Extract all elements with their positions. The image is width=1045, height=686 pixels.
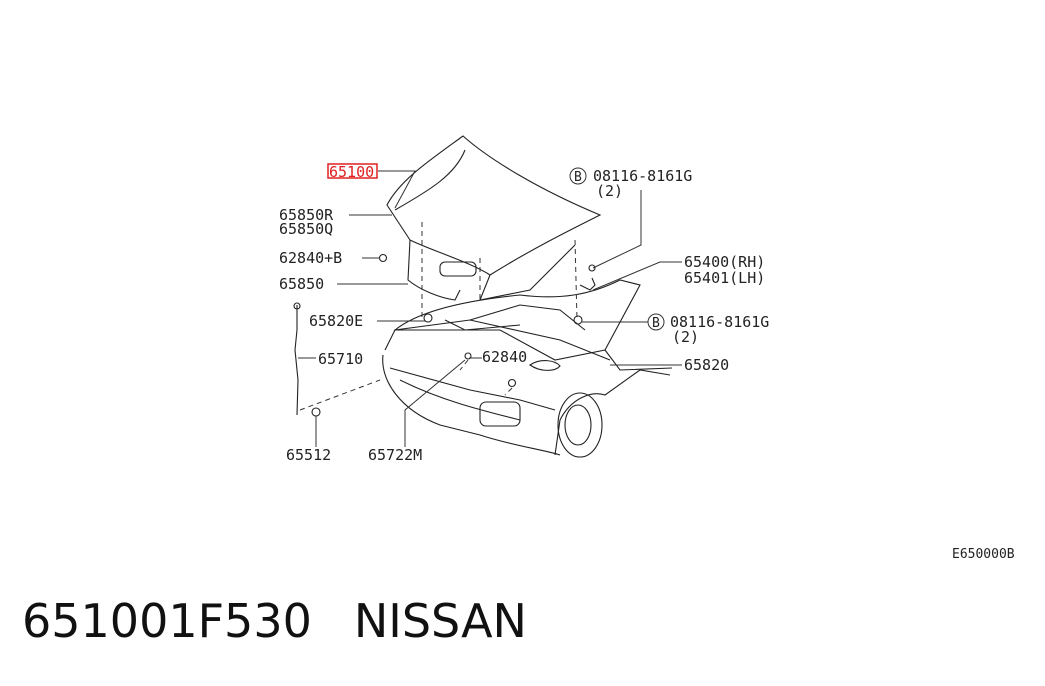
label-bolt-lower[interactable]: 08116-8161G (670, 313, 769, 331)
label-hinge-rh[interactable]: 65400(RH) (684, 253, 765, 271)
label-hinge-q[interactable]: 65850Q (279, 220, 333, 238)
leader-lines (298, 170, 682, 447)
label-hinge-r[interactable]: 65850R (279, 206, 334, 224)
label-bolt-lower-qty: (2) (672, 328, 699, 346)
label-bolt-upper[interactable]: 08116-8161G (593, 167, 692, 185)
label-cable[interactable]: 65722M (368, 446, 422, 464)
footer: 651001F530 NISSAN (22, 594, 527, 648)
label-hinge-lh[interactable]: 65401(LH) (684, 269, 765, 287)
label-lock[interactable]: 65820 (684, 356, 729, 374)
bolt-marker-upper-letter: B (574, 170, 582, 185)
label-clip-b[interactable]: 62840+B (279, 249, 342, 267)
hood-highlight-box (327, 163, 378, 179)
label-clip[interactable]: 62840 (482, 348, 527, 366)
label-rod[interactable]: 65710 (318, 350, 363, 368)
diagram-code: E650000B (952, 547, 1015, 562)
brand-name: NISSAN (353, 594, 527, 648)
label-stay-e[interactable]: 65820E (309, 312, 363, 330)
label-bolt-upper-qty: (2) (596, 182, 623, 200)
part-number: 651001F530 (22, 594, 312, 648)
bolt-marker-lower-letter: B (652, 316, 660, 331)
bolt-marker-lower (647, 313, 665, 331)
label-hood[interactable]: 65100 (329, 163, 374, 181)
label-seal[interactable]: 65850 (279, 275, 324, 293)
bolt-marker-upper (569, 167, 587, 185)
label-grommet[interactable]: 65512 (286, 446, 331, 464)
